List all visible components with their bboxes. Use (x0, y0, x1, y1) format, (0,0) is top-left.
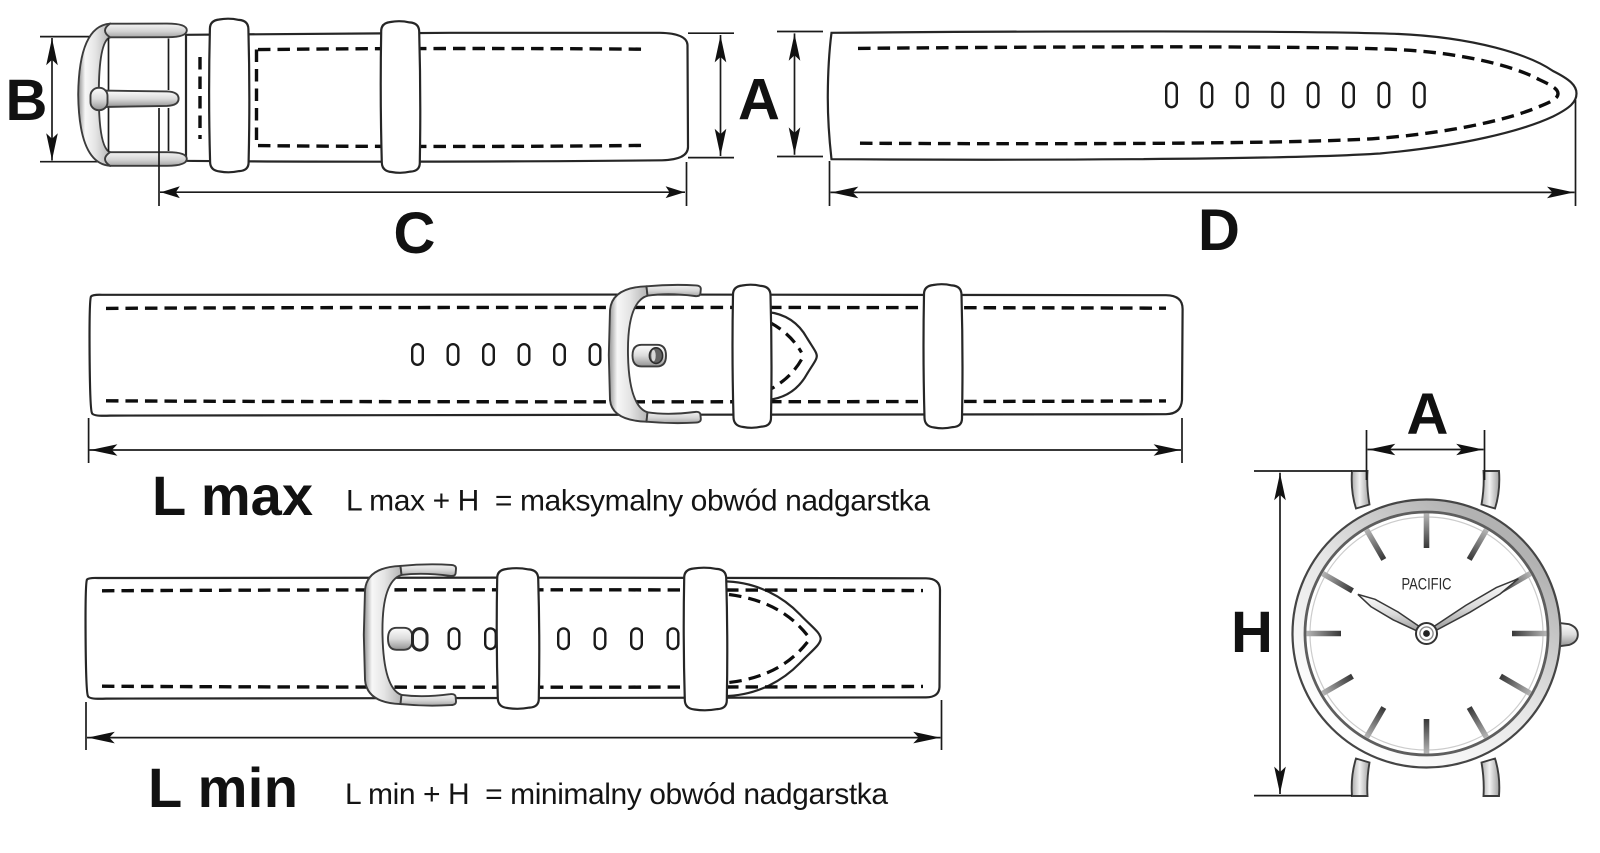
svg-text:C: C (394, 201, 436, 266)
svg-text:L min: L min (148, 756, 298, 819)
svg-text:PACIFIC: PACIFIC (1402, 575, 1452, 594)
svg-text:A: A (738, 68, 780, 133)
svg-text:A: A (1407, 382, 1449, 447)
svg-text:H: H (1231, 600, 1273, 665)
svg-text:D: D (1198, 198, 1240, 263)
svg-text:L max + H = maksymalny obwód: L max + H = maksymalny obwód nadgarstka (346, 485, 930, 518)
svg-text:L min + H = minimalny obwód n: L min + H = minimalny obwód nadgarstka (345, 778, 888, 811)
svg-text:B: B (6, 68, 48, 133)
svg-text:L max: L max (152, 464, 313, 527)
